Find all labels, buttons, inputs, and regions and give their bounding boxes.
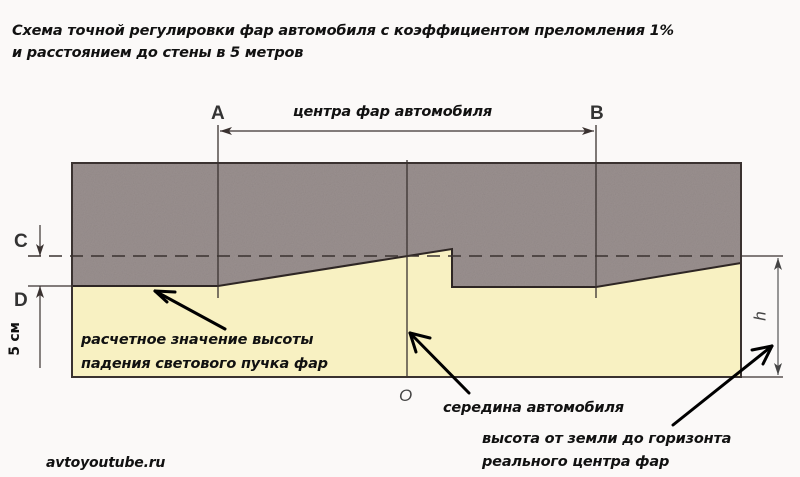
point-d-label: D: [14, 290, 28, 311]
arrow-height: [671, 344, 774, 427]
beam-drop-annotation: расчетное значение высоты падения светов…: [81, 332, 328, 372]
height-annotation: высота от земли до горизонта реального ц…: [482, 431, 732, 470]
title-line-1: Схема точной регулировки фар автомобиля …: [12, 23, 674, 39]
h-label: h: [750, 311, 770, 321]
arrow-beam-drop: [153, 289, 227, 331]
car-middle-annotation: середина автомобиля: [443, 400, 624, 416]
site-watermark: avtoyoutube.ru: [46, 455, 166, 471]
headlight-centers-label: центра фар автомобиля: [293, 104, 492, 120]
point-c-label: C: [14, 231, 28, 252]
point-o-label: O: [399, 386, 413, 405]
title-line-2: и расстоянием до стены в 5 метров: [12, 45, 304, 61]
beam-boundary: [72, 247, 742, 288]
arrow-car-middle: [408, 331, 471, 395]
point-b-label: B: [590, 103, 604, 124]
point-a-label: A: [211, 103, 225, 124]
five-cm-label: 5 см: [6, 322, 23, 356]
diagram-title: Схема точной регулировки фар автомобиля …: [12, 20, 674, 64]
